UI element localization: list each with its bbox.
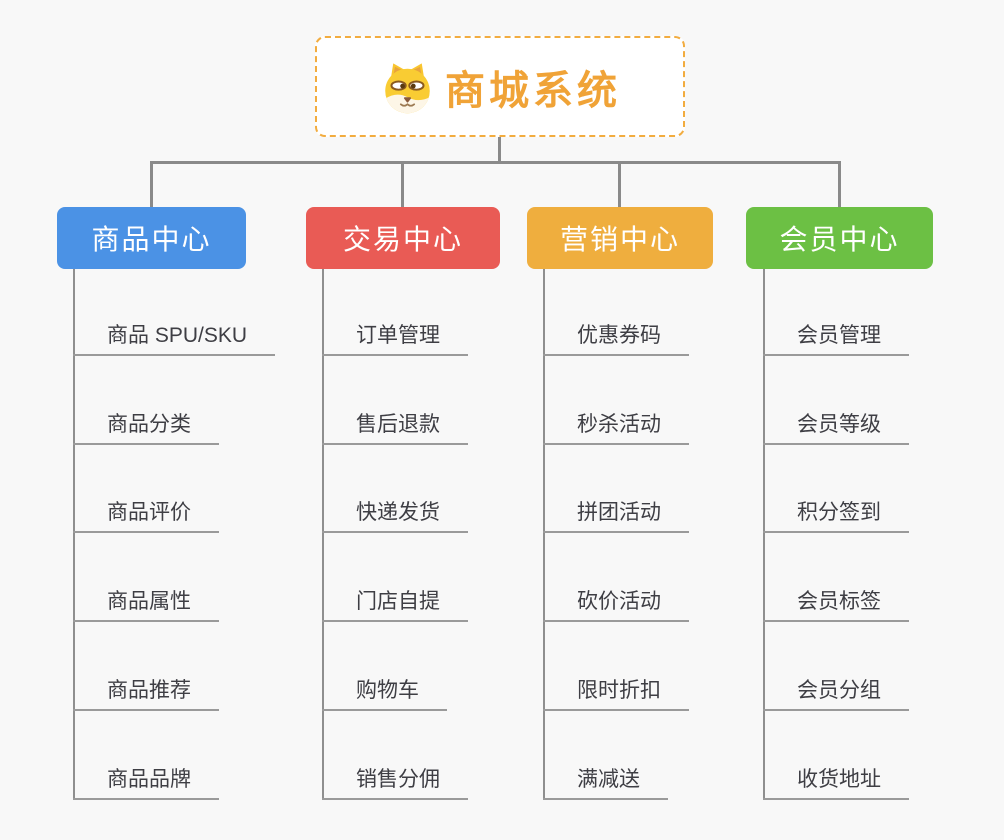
leaf-item[interactable]: 满减送 (543, 764, 668, 800)
leaf-item[interactable]: 优惠券码 (543, 320, 689, 356)
leaf-item[interactable]: 砍价活动 (543, 586, 689, 622)
connector-drop-member (838, 161, 841, 208)
leaf-item[interactable]: 商品分类 (73, 409, 219, 445)
leaf-item[interactable]: 收货地址 (763, 764, 909, 800)
connector-trunk (543, 269, 545, 800)
connector-trunk (763, 269, 765, 800)
leaf-item[interactable]: 会员标签 (763, 586, 909, 622)
leaf-item[interactable]: 秒杀活动 (543, 409, 689, 445)
branch-node-trade[interactable]: 交易中心 (306, 207, 500, 269)
connector-trunk (322, 269, 324, 800)
connector-drop-trade (401, 161, 404, 208)
leaf-item[interactable]: 商品品牌 (73, 764, 219, 800)
leaf-item[interactable]: 积分签到 (763, 497, 909, 533)
leaf-item[interactable]: 会员等级 (763, 409, 909, 445)
connector-drop-marketing (618, 161, 621, 208)
leaf-item[interactable]: 限时折扣 (543, 675, 689, 711)
leaf-item[interactable]: 售后退款 (322, 409, 468, 445)
leaf-item[interactable]: 会员分组 (763, 675, 909, 711)
leaf-item[interactable]: 订单管理 (322, 320, 468, 356)
root-node[interactable]: 商城系统 (315, 36, 685, 137)
leaf-item[interactable]: 拼团活动 (543, 497, 689, 533)
connector-drop-product (150, 161, 153, 208)
dog-face-icon (385, 63, 430, 114)
leaf-item[interactable]: 商品推荐 (73, 675, 219, 711)
branch-node-product[interactable]: 商品中心 (57, 207, 246, 269)
leaf-item[interactable]: 门店自提 (322, 586, 468, 622)
connector-bus (150, 161, 841, 164)
branch-node-member[interactable]: 会员中心 (746, 207, 933, 269)
branch-node-marketing[interactable]: 营销中心 (527, 207, 713, 269)
root-title: 商城系统 (445, 68, 621, 113)
leaf-item[interactable]: 商品 SPU/SKU (73, 320, 276, 356)
leaf-item[interactable]: 快递发货 (322, 497, 468, 533)
leaf-item[interactable]: 销售分佣 (322, 764, 468, 800)
leaf-item[interactable]: 购物车 (322, 675, 447, 711)
leaf-item[interactable]: 商品评价 (73, 497, 219, 533)
connector-root-vertical (498, 137, 501, 164)
leaf-item[interactable]: 商品属性 (73, 586, 219, 622)
connector-trunk (73, 269, 75, 800)
leaf-item[interactable]: 会员管理 (763, 320, 909, 356)
